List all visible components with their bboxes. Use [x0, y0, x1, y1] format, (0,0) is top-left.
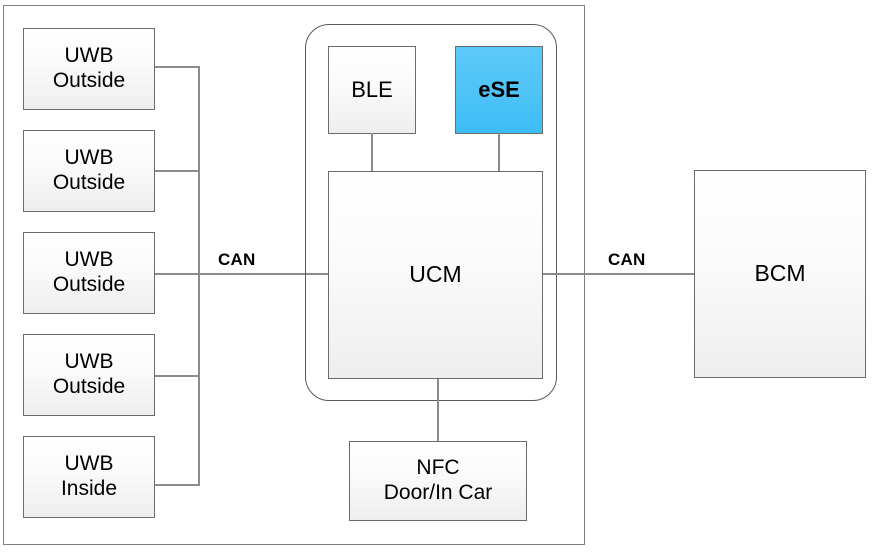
node-uwb-inside-1[interactable]: UWB Inside — [23, 436, 155, 518]
node-uwb-outside-3[interactable]: UWB Outside — [23, 232, 155, 314]
system-boundary-frame — [3, 5, 585, 545]
bus-label-can-left: CAN — [218, 250, 256, 269]
connector-uwb-bus-trunk — [198, 66, 200, 486]
connector-uwb-4-stub — [155, 375, 200, 377]
connector-ble-to-ucm — [371, 133, 373, 172]
node-uwb-outside-2[interactable]: UWB Outside — [23, 130, 155, 212]
node-uwb-outside-1[interactable]: UWB Outside — [23, 28, 155, 110]
connector-uwb-5-stub — [155, 484, 200, 486]
connector-uwb-1-stub — [155, 66, 200, 68]
connector-can-left — [198, 273, 330, 275]
node-bcm[interactable]: BCM — [694, 170, 866, 378]
connector-can-right — [543, 273, 694, 275]
node-nfc[interactable]: NFC Door/In Car — [349, 441, 527, 521]
node-ese[interactable]: eSE — [455, 46, 543, 134]
bus-label-can-right: CAN — [608, 250, 646, 269]
vehicle-module-boundary — [305, 24, 557, 401]
node-ucm[interactable]: UCM — [328, 171, 543, 379]
node-uwb-outside-4[interactable]: UWB Outside — [23, 334, 155, 416]
connector-ese-to-ucm — [498, 133, 500, 172]
connector-ucm-to-nfc — [437, 379, 439, 441]
node-ble[interactable]: BLE — [328, 46, 416, 134]
connector-uwb-2-stub — [155, 170, 200, 172]
connector-uwb-3-stub — [155, 273, 200, 275]
